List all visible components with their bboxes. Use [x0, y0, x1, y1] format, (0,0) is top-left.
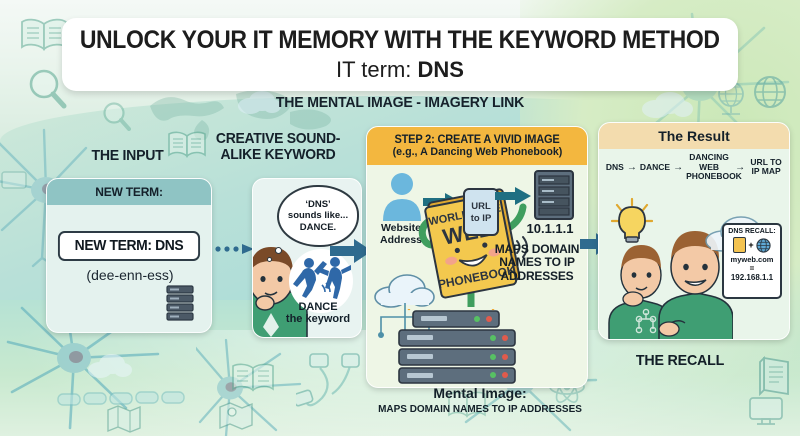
chain-item-2: DANCING WEB PHONEBOOK — [686, 152, 742, 182]
dancing-figures-icon — [293, 257, 351, 299]
yellow-book-icon — [733, 237, 747, 253]
step2-header-line-1: STEP 2: CREATE A VIVID IMAGE — [394, 134, 560, 146]
arrow-right-icon — [495, 187, 531, 205]
svg-text:URL: URL — [471, 201, 491, 212]
arrow-right-icon — [215, 244, 254, 254]
recall-caption: THE RECALL — [635, 352, 725, 369]
mental-image-caption: Mental Image: MAPS DOMAIN NAMES TO IP AD… — [350, 385, 610, 415]
user-avatar-icon — [383, 173, 421, 221]
maps-description-text: MAPS DOMAIN NAMES TO IP ADDRESSES — [494, 242, 580, 283]
chain-item-1: DANCE — [639, 161, 671, 172]
subtitle-term: DNS — [417, 57, 464, 82]
step2-panel: STEP 2: CREATE A VIVID IMAGE (e.g., A Da… — [366, 126, 588, 388]
section-heading-input: THE INPUT — [91, 147, 164, 164]
input-panel-header-label: NEW TERM: — [95, 185, 163, 199]
chain-arrow-icon: → — [673, 161, 684, 173]
section-heading-keyword: CREATIVE SOUND-ALIKE KEYWORD — [215, 130, 341, 163]
mental-image-value: MAPS DOMAIN NAMES TO IP ADDRESSES — [378, 403, 582, 415]
recall-card-title: DNS RECALL: — [728, 228, 776, 235]
banner-text: THE MENTAL IMAGE - IMAGERY LINK — [275, 94, 525, 111]
page-subtitle: IT term: DNS — [336, 57, 464, 83]
recall-chain: DNS → DANCE → DANCING WEB PHONEBOOK → UR… — [603, 152, 787, 182]
two-people-icon — [608, 231, 733, 339]
dance-caption: DANCE the keyword — [273, 301, 361, 326]
step2-header-line-2: (e.g., A Dancing Web Phonebook) — [392, 146, 562, 158]
mental-image-label: Mental Image: — [433, 385, 527, 401]
plus-symbol: + — [748, 240, 754, 250]
recall-card-symbols: + — [733, 237, 771, 253]
thought-bubble-dot-small — [267, 257, 272, 262]
result-panel-header-label: The Result — [658, 128, 730, 144]
new-term-chip: NEW TERM: DNS — [57, 231, 201, 261]
input-panel-header: NEW TERM: — [47, 179, 211, 205]
input-panel: NEW TERM: NEW TERM: DNS (dee-enn-ess) — [46, 178, 212, 333]
website-label-line-1: Website — [380, 222, 422, 234]
thought-bubble: ‘DNS’ sounds like... DANCE. — [277, 185, 359, 247]
thought-line-3: DANCE. — [299, 221, 337, 233]
result-panel-header: The Result — [599, 123, 789, 149]
dns-recall-card: DNS RECALL: + myweb.com = 192.168.1.1 — [722, 223, 782, 299]
server-rack-icon — [398, 309, 516, 384]
recall-card-domain: myweb.com — [730, 255, 774, 264]
chain-item-3: URL TO IP MAP — [750, 156, 782, 177]
arrow-right-icon — [330, 239, 372, 263]
thought-line-2: sounds like... — [287, 210, 349, 222]
title-card: UNLOCK YOUR IT MEMORY WITH THE KEYWORD M… — [62, 18, 738, 91]
server-rack-icon — [166, 285, 194, 321]
chain-item-0: DNS — [605, 161, 624, 172]
ip-address-label: 10.1.1.1 — [526, 221, 574, 236]
term-phonetic: (dee-enn-ess) — [86, 267, 174, 283]
dance-caption-line-2: the keyword — [285, 313, 351, 326]
website-address-label: Website Address — [373, 222, 429, 247]
page-title: UNLOCK YOUR IT MEMORY WITH THE KEYWORD M… — [80, 26, 720, 54]
lightbulb-icon — [611, 197, 653, 243]
thought-line-1: ‘DNS’ — [305, 199, 331, 211]
thought-bubble-dot-large — [275, 247, 282, 254]
step2-panel-header: STEP 2: CREATE A VIVID IMAGE (e.g., A Da… — [367, 127, 587, 165]
subtitle-prefix: IT term: — [336, 57, 418, 82]
tablet-icon: URL to IP — [463, 188, 499, 236]
recall-card-equals: = — [749, 264, 755, 273]
server-rack-icon — [534, 170, 574, 220]
svg-text:to IP: to IP — [471, 213, 492, 224]
globe-icon — [756, 237, 771, 253]
cloud-icon — [374, 274, 435, 308]
phonebook-character-icon: WORLD WIDE WEB PHONEBOOK — [418, 188, 528, 307]
website-label-line-2: Address — [379, 233, 422, 246]
dance-caption-line-1: DANCE — [298, 301, 338, 313]
chain-arrow-icon: → — [735, 161, 746, 173]
result-panel: The Result DNS → DANCE → DANCING WEB PHO… — [598, 122, 790, 340]
keyword-panel: ‘DNS’ sounds like... DANCE. DANCE the ke… — [252, 178, 362, 338]
chain-arrow-icon: → — [626, 161, 637, 173]
recall-card-ip: 192.168.1.1 — [730, 273, 774, 282]
